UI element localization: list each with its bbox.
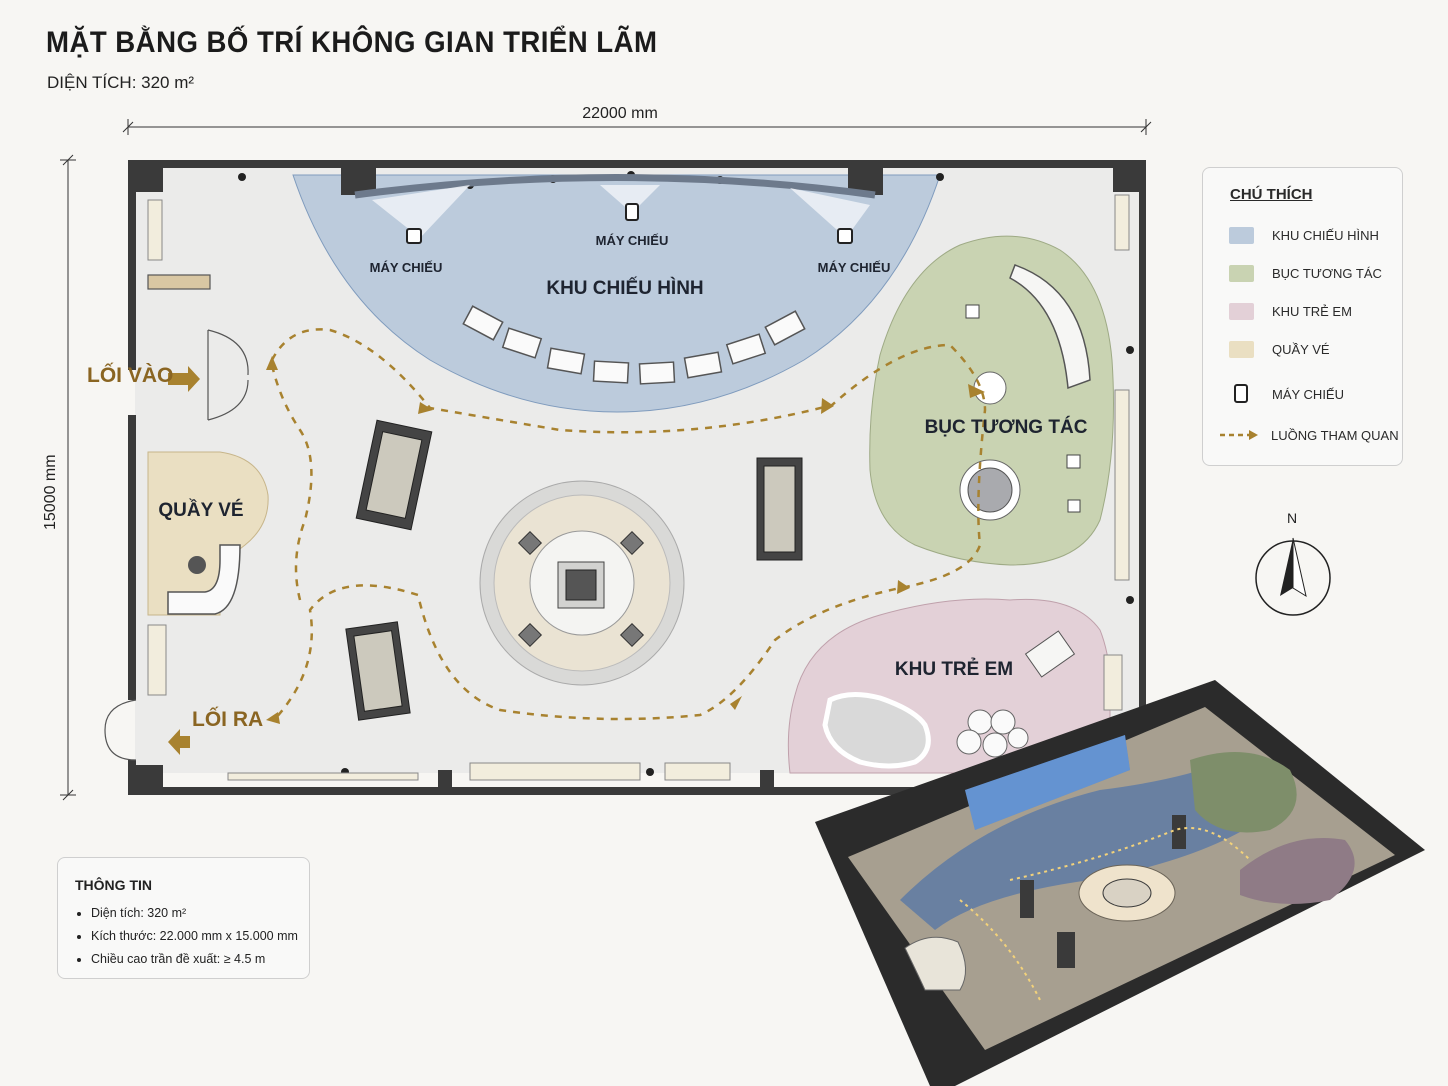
entrance-doors (147, 274, 249, 421)
legend-item-ticket: QUẦY VÉ (1229, 339, 1330, 359)
legend-swatch (1229, 264, 1254, 282)
legend-label: MÁY CHIẾU (1272, 386, 1344, 402)
page-title: MẶT BẰNG BỐ TRÍ KHÔNG GIAN TRIỂN LÃM (46, 26, 658, 59)
compass-icon (1255, 537, 1331, 616)
legend-label: BỤC TƯƠNG TÁC (1272, 265, 1382, 281)
dashed-arrow-icon (1220, 430, 1258, 440)
height-dimension: 15000 mm (42, 454, 59, 530)
kids-tables (956, 709, 1029, 758)
render-3d-preview (815, 680, 1425, 1086)
screening-zone (292, 174, 941, 413)
legend-item-route: LUỒNG THAM QUAN (1219, 425, 1399, 445)
width-dimension: 22000 mm (582, 105, 658, 122)
walls (128, 160, 1146, 795)
page-subtitle: DIỆN TÍCH: 320 m² (47, 73, 195, 92)
exit-label: LỐI RA (192, 708, 264, 731)
projector-label-right: MÁY CHIẾU (817, 260, 891, 275)
info-item: Diện tích: 320 m² (91, 902, 298, 925)
legend-title: CHÚ THÍCH (1230, 186, 1313, 203)
legend-item-projector: MÁY CHIẾU (1229, 384, 1344, 404)
legend-label: KHU TRẺ EM (1272, 303, 1352, 319)
display-cases (345, 419, 803, 721)
projector-label-left: MÁY CHIẾU (369, 260, 443, 275)
projection-screen (354, 174, 876, 199)
seating-benches (462, 305, 806, 385)
info-item: Chiều cao trần đề xuất: ≥ 4.5 m (91, 948, 298, 971)
entrance-arrow-icon (168, 366, 200, 392)
legend-item-screening: KHU CHIẾU HÌNH (1229, 225, 1379, 245)
interactive-zone-label: BỤC TƯƠNG TÁC (924, 417, 1088, 438)
projectors (406, 203, 853, 244)
screening-zone-label: KHU CHIẾU HÌNH (546, 278, 704, 299)
projector-icon (1234, 384, 1248, 403)
info-list: Diện tích: 320 m² Kích thước: 22.000 mm … (75, 902, 298, 971)
info-panel: THÔNG TIN Diện tích: 320 m² Kích thước: … (57, 857, 310, 979)
ticket-zone-label: QUẦY VÉ (158, 500, 244, 521)
projector-label-center: MÁY CHIẾU (595, 233, 669, 248)
exit-door (104, 699, 137, 761)
legend-swatch (1229, 302, 1254, 320)
legend-panel: CHÚ THÍCH KHU CHIẾU HÌNH BỤC TƯƠNG TÁC K… (1202, 167, 1403, 466)
legend-swatch (1229, 226, 1254, 244)
legend-item-interactive: BỤC TƯƠNG TÁC (1229, 263, 1382, 283)
legend-label: QUẦY VÉ (1272, 341, 1330, 357)
info-item: Kích thước: 22.000 mm x 15.000 mm (91, 925, 298, 948)
exit-arrow-icon (168, 729, 190, 755)
projector-beams (372, 185, 870, 238)
legend-swatch (1229, 340, 1254, 358)
dimension-lines (60, 119, 1152, 801)
kids-bench (1024, 630, 1076, 678)
route-arrows (266, 356, 985, 724)
central-display-island (479, 480, 685, 686)
kids-play-pool (822, 692, 931, 769)
legend-label: KHU CHIẾU HÌNH (1272, 227, 1379, 243)
compass-north-label: N (1287, 510, 1298, 526)
kids-zone-label: KHU TRẺ EM (894, 659, 1014, 680)
interactive-curved-bench (1009, 264, 1091, 390)
legend-label: LUỒNG THAM QUAN (1271, 427, 1399, 443)
wall-display-cases (147, 194, 1130, 781)
ticket-counter (167, 544, 241, 615)
legend-item-kids: KHU TRẺ EM (1229, 301, 1352, 321)
entrance-label: LỐI VÀO (87, 364, 174, 387)
tour-route (270, 328, 987, 721)
info-title: THÔNG TIN (75, 877, 152, 893)
ticket-chair (188, 556, 206, 574)
